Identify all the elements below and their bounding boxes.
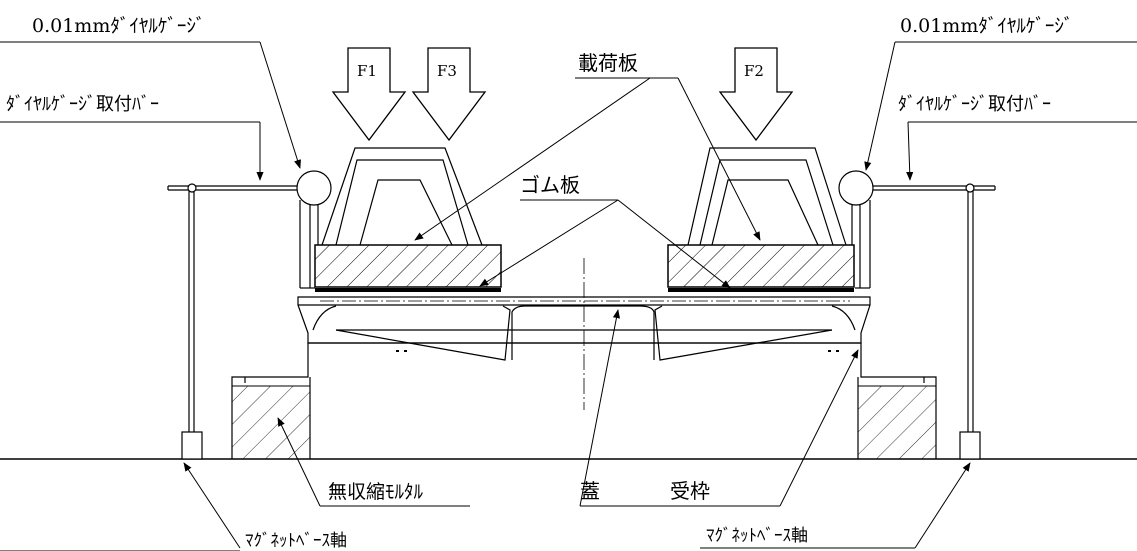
loading-plate-right: [667, 244, 855, 288]
label-lid: 蓋: [580, 479, 600, 503]
label-dial-gauge-left: 0.01mmﾀﾞｲﾔﾙｹﾞｰｼﾞ: [32, 15, 205, 37]
dial-gauge-assembly-left: [167, 170, 332, 460]
label-magnet-left: ﾏｸﾞﾈｯﾄﾍﾞｰｽ軸: [245, 531, 347, 551]
force-label-f1: F1: [357, 62, 377, 80]
label-mortar: 無収縮ﾓﾙﾀﾙ: [328, 481, 424, 503]
rubber-plate-left: [315, 288, 501, 292]
label-rubber-plate: ゴム板: [520, 173, 580, 197]
force-arrow-f3: [411, 47, 487, 142]
dial-gauge-assembly-right: [838, 170, 996, 460]
label-frame: 受枠: [670, 479, 710, 503]
mortar-block-right: [857, 385, 937, 460]
force-arrow-f1: [331, 47, 407, 142]
force-label-f3: F3: [437, 62, 457, 80]
leader-lines: [0, 41, 1137, 551]
label-gauge-bar-right: ﾀﾞｲﾔﾙｹﾞｰｼﾞ取付ﾊﾞｰ: [898, 94, 1051, 115]
mortar-block-left: [231, 385, 311, 460]
loading-plate-left: [314, 244, 502, 288]
label-loading-plate: 載荷板: [578, 51, 638, 75]
small-marks: [396, 350, 839, 352]
force-arrow-f2: [718, 47, 794, 142]
label-gauge-bar-left: ﾀﾞｲﾔﾙｹﾞｰｼﾞ取付ﾊﾞｰ: [6, 94, 159, 115]
force-label-f2: F2: [744, 62, 764, 80]
label-dial-gauge-right: 0.01mmﾀﾞｲﾔﾙｹﾞｰｼﾞ: [900, 15, 1073, 37]
rubber-plate-right: [668, 288, 854, 292]
label-magnet-right: ﾏｸﾞﾈｯﾄﾍﾞｰｽ軸: [706, 526, 808, 546]
loading-frame-left: [321, 147, 483, 246]
loading-frame-right: [687, 147, 847, 246]
